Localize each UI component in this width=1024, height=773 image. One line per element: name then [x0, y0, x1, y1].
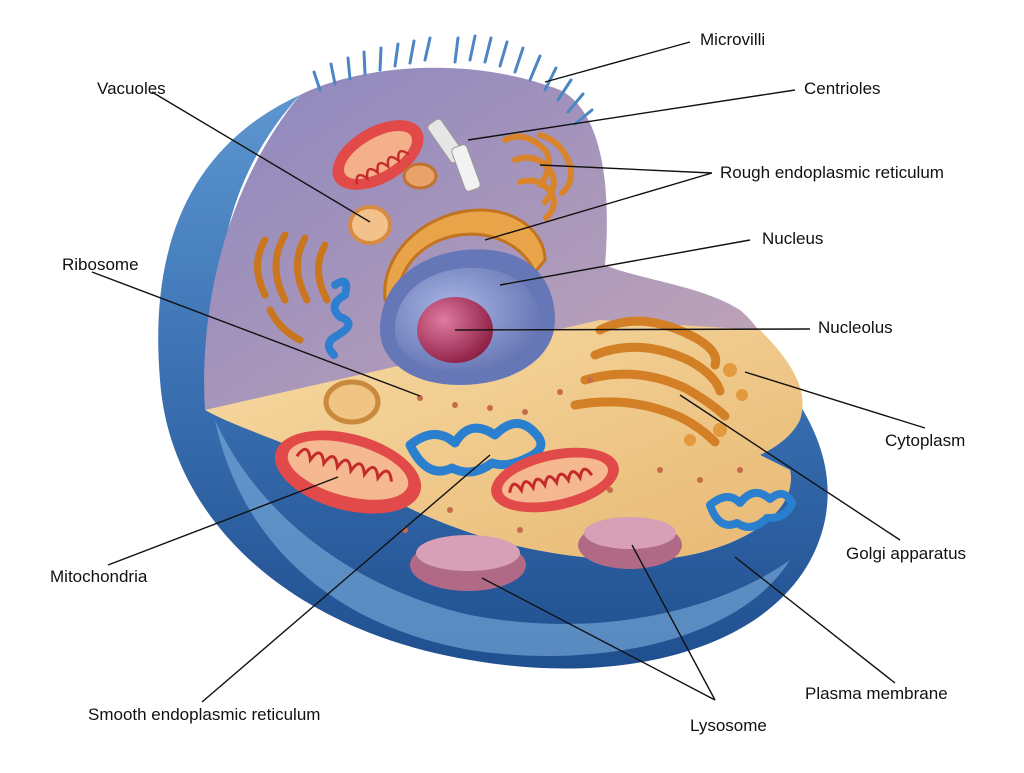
smooth-er-left — [324, 277, 353, 359]
label-microvilli: Microvilli — [700, 30, 766, 49]
golgi-shape — [570, 316, 730, 447]
smooth-er-shape — [405, 419, 546, 477]
label-nucleus: Nucleus — [762, 229, 824, 248]
golgi-vesicles — [684, 363, 748, 446]
label-golgi: Golgi apparatus — [846, 544, 967, 563]
lysosome-left — [410, 535, 526, 591]
label-mitochondria: Mitochondria — [50, 567, 148, 586]
rough-er-back — [502, 132, 574, 221]
vacuole-floor — [323, 379, 381, 425]
rough-er-nuclear — [383, 208, 547, 314]
mitochondrion-front-right — [491, 447, 619, 513]
smooth-er-right — [706, 489, 796, 531]
centrioles-shape — [427, 118, 481, 192]
leader-lines — [91, 41, 926, 703]
lysosome-right — [578, 517, 682, 569]
label-centrioles: Centrioles — [804, 79, 881, 98]
label-smooth-er: Smooth endoplasmic reticulum — [88, 705, 321, 724]
label-rough-er: Rough endoplasmic reticulum — [720, 163, 944, 182]
mitochondrion-back — [332, 120, 424, 190]
label-lysosome: Lysosome — [690, 716, 767, 735]
label-nucleolus: Nucleolus — [818, 318, 893, 337]
vacuole-small — [402, 162, 438, 190]
rough-er-left — [254, 231, 331, 344]
label-ribosome: Ribosome — [62, 255, 139, 274]
plasma-membrane-shape — [158, 95, 828, 669]
label-vacuoles: Vacuoles — [97, 79, 166, 98]
label-plasma-membrane: Plasma membrane — [805, 684, 948, 703]
vacuole-shape — [348, 205, 392, 245]
membrane-highlight — [215, 420, 790, 656]
label-cytoplasm: Cytoplasm — [885, 431, 966, 450]
microvilli-group — [312, 34, 594, 126]
